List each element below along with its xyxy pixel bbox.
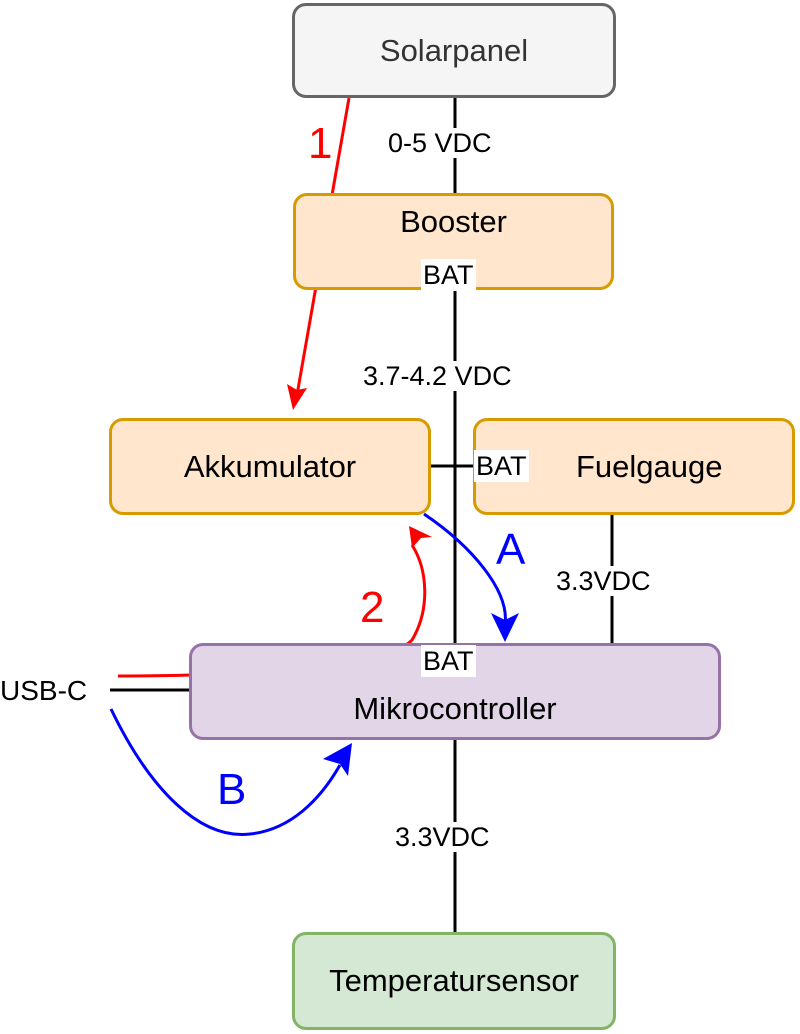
flow-step-B-label: B bbox=[217, 765, 247, 814]
mikrocontroller-label: Mikrocontroller bbox=[353, 691, 557, 726]
solarpanel-node[interactable]: Solarpanel bbox=[292, 3, 616, 98]
flow-arrow-A bbox=[423, 512, 507, 626]
temperatursensor-node[interactable]: Temperatursensor bbox=[292, 932, 616, 1030]
akkumulator-node[interactable]: Akkumulator bbox=[109, 418, 431, 515]
booster-bat-port: BAT bbox=[421, 259, 476, 291]
flow-step-2-label: 2 bbox=[360, 583, 385, 632]
fuelgauge-label: Fuelgauge bbox=[576, 448, 723, 484]
flow-arrowhead-1 bbox=[287, 384, 307, 410]
fuelgauge-bat-port: BAT bbox=[474, 450, 529, 482]
flow-arrowhead-B bbox=[323, 743, 352, 776]
temperatursensor-label: Temperatursensor bbox=[329, 963, 579, 998]
solarpanel-label: Solarpanel bbox=[379, 32, 529, 68]
edge-label-mcu-temp: 3.3VDC bbox=[395, 822, 490, 852]
flow-step-A-label: A bbox=[496, 525, 526, 574]
edge-label-booster-bus: 3.7-4.2 VDC bbox=[363, 361, 512, 391]
flow-step-1-label: 1 bbox=[308, 119, 333, 168]
mcu-bat-port: BAT bbox=[421, 645, 476, 677]
flow-arrow-B bbox=[109, 708, 342, 836]
edge-label-solar-booster: 0-5 VDC bbox=[388, 128, 492, 158]
usb-c-label: USB-C bbox=[0, 675, 88, 706]
flow-arrowhead-A bbox=[491, 613, 519, 642]
akkumulator-label: Akkumulator bbox=[183, 448, 357, 484]
edge-label-fuelgauge-mcu: 3.3VDC bbox=[556, 566, 651, 596]
fuelgauge-node[interactable]: Fuelgauge bbox=[473, 418, 795, 515]
flow-arrowhead-2 bbox=[409, 526, 432, 548]
booster-label: Booster bbox=[400, 204, 507, 239]
